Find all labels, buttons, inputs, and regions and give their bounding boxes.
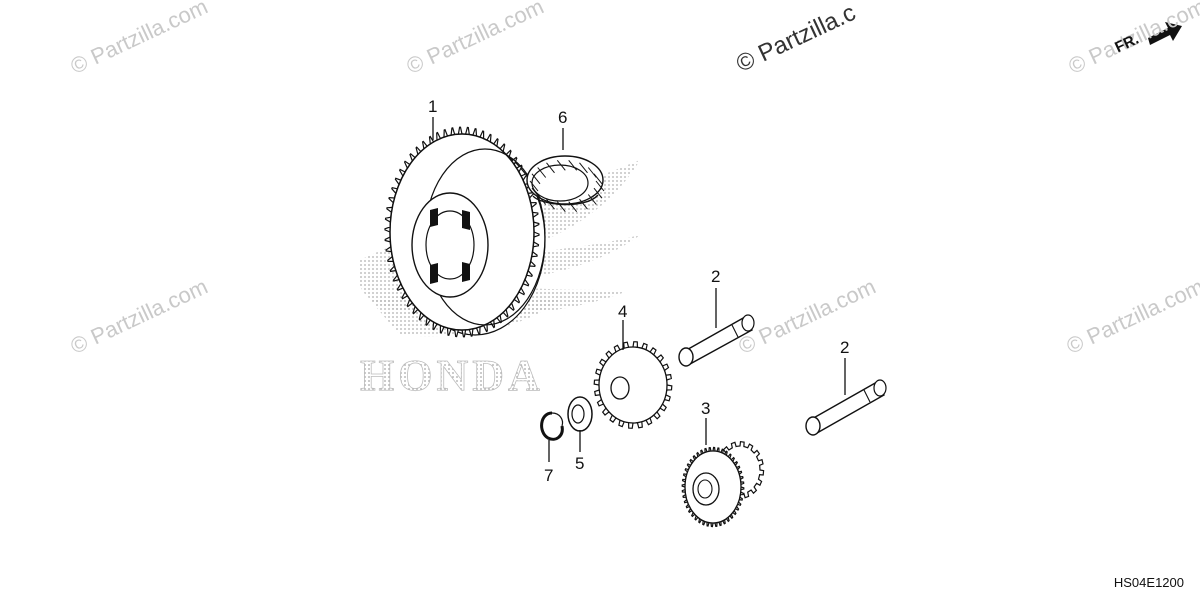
diagram-code: HS04E1200: [1113, 575, 1184, 590]
callout-4[interactable]: 4: [618, 302, 628, 321]
bearing-needle: [537, 194, 547, 205]
part-5-washer[interactable]: [567, 396, 593, 432]
bearing-needle: [595, 180, 605, 192]
honda-text-watermark: HONDA: [360, 351, 544, 400]
leader-lines: [432, 117, 846, 462]
bearing-needle: [529, 180, 539, 192]
callout-7[interactable]: 7: [544, 466, 554, 485]
front-direction-arrow: [1148, 22, 1182, 45]
callout-3[interactable]: 3: [701, 399, 711, 418]
part-3-compound-gear[interactable]: [681, 441, 765, 528]
callout-2-lower[interactable]: 2: [840, 338, 850, 357]
bearing-needle: [546, 198, 555, 210]
bearing-needle: [546, 162, 555, 174]
part-6-needle-bearing[interactable]: [526, 155, 605, 213]
bearing-needle: [537, 167, 547, 178]
bearing-needle: [568, 159, 578, 171]
bearing-needle: [593, 173, 603, 185]
bearing-needle: [587, 167, 597, 178]
bearing-needle: [531, 173, 541, 185]
part-2-shaft-upper[interactable]: [678, 314, 755, 367]
part-2-shaft-lower[interactable]: [805, 379, 887, 436]
bearing-needle: [556, 201, 566, 213]
bearing-needle: [531, 187, 541, 199]
part-7-snap-ring[interactable]: [540, 411, 564, 441]
bearing-needle: [556, 159, 566, 171]
part-4-spur-gear[interactable]: [593, 341, 673, 429]
callout-6[interactable]: 6: [558, 108, 568, 127]
bearing-needle: [568, 201, 578, 213]
part-1-large-gear[interactable]: [384, 126, 546, 338]
bearing-needle: [593, 187, 603, 199]
callout-1[interactable]: 1: [428, 97, 438, 116]
callout-2-upper[interactable]: 2: [711, 267, 721, 286]
callout-5[interactable]: 5: [575, 454, 585, 473]
bearing-needle: [579, 162, 588, 174]
bearing-needle: [579, 198, 588, 210]
